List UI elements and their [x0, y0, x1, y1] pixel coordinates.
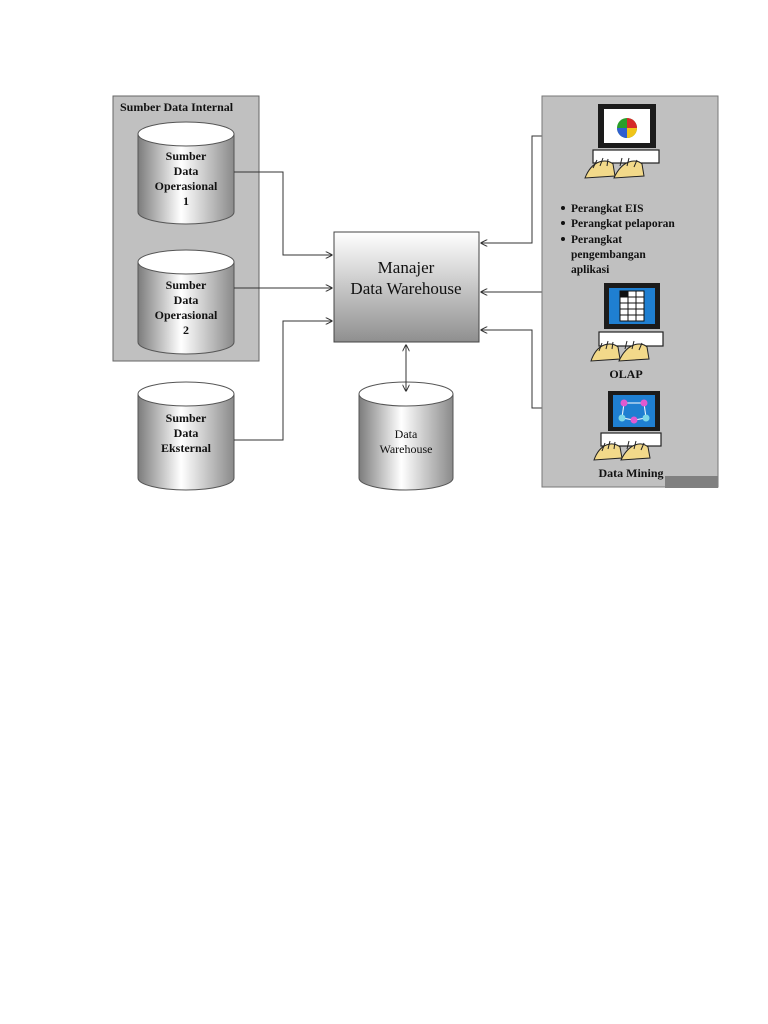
- internal-group-title: Sumber Data Internal: [120, 100, 234, 114]
- data-mining-label: Data Mining: [598, 466, 663, 480]
- data-mining-computer-icon: Data Mining: [593, 391, 664, 480]
- tool-item-2: Perangkat pelaporan: [571, 218, 675, 230]
- warehouse-label-1: Data: [395, 427, 418, 441]
- keyboard-hands-icon: [584, 157, 645, 179]
- warehouse-label-2: Warehouse: [379, 442, 432, 456]
- tool-item-5: aplikasi: [571, 264, 610, 276]
- manager-label-2: Data Warehouse: [350, 279, 461, 298]
- manager-label-1: Manajer: [378, 258, 435, 277]
- external-label-2: Data: [174, 426, 199, 440]
- external-label-1: Sumber: [166, 411, 207, 425]
- data-warehouse-cylinder: Data Warehouse: [358, 381, 454, 491]
- arrow-external-to-manager: [234, 321, 332, 441]
- source-operational-1-cylinder: Sumber Data Operasional 1: [137, 121, 235, 225]
- olap-label: OLAP: [609, 367, 642, 381]
- source-operational-2-cylinder: Sumber Data Operasional 2: [137, 249, 235, 355]
- source1-label-1: Sumber: [166, 149, 207, 163]
- data-warehouse-manager-box: Manajer Data Warehouse: [333, 231, 480, 343]
- source2-label-4: 2: [183, 323, 189, 337]
- pie-chart-icon: [617, 118, 637, 138]
- tools-bullet-list: Perangkat EIS Perangkat pelaporan Perang…: [561, 203, 675, 276]
- source1-label-2: Data: [174, 164, 199, 178]
- source2-label-2: Data: [174, 293, 199, 307]
- tool-item-1: Perangkat EIS: [571, 203, 644, 215]
- tool-item-3: Perangkat: [571, 234, 622, 246]
- table-grid-icon: [619, 290, 645, 322]
- eis-computer-icon: [584, 104, 660, 179]
- arrow-source1-to-manager: [234, 171, 332, 255]
- network-nodes-icon: [618, 399, 650, 424]
- olap-computer-icon: OLAP: [590, 283, 664, 381]
- tool-item-4: pengembangan: [571, 249, 646, 261]
- keyboard-hands-icon: [593, 440, 651, 461]
- keyboard-hands-icon: [590, 340, 650, 362]
- source1-label-4: 1: [183, 194, 189, 208]
- source1-label-3: Operasional: [155, 179, 218, 193]
- source2-label-3: Operasional: [155, 308, 218, 322]
- source-external-cylinder: Sumber Data Eksternal: [137, 381, 235, 491]
- external-label-3: Eksternal: [161, 441, 212, 455]
- source2-label-1: Sumber: [166, 278, 207, 292]
